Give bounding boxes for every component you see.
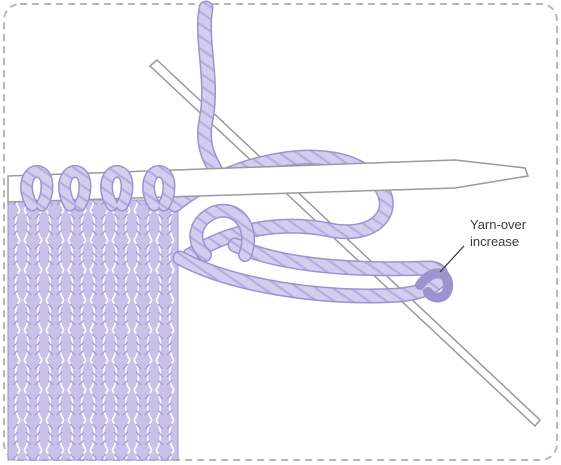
yarn-over-label-line2: increase xyxy=(470,233,526,250)
yarn-over-label: Yarn-over increase xyxy=(470,216,526,250)
yarn-over-label-line1: Yarn-over xyxy=(470,216,526,233)
knitted-fabric xyxy=(8,200,178,460)
